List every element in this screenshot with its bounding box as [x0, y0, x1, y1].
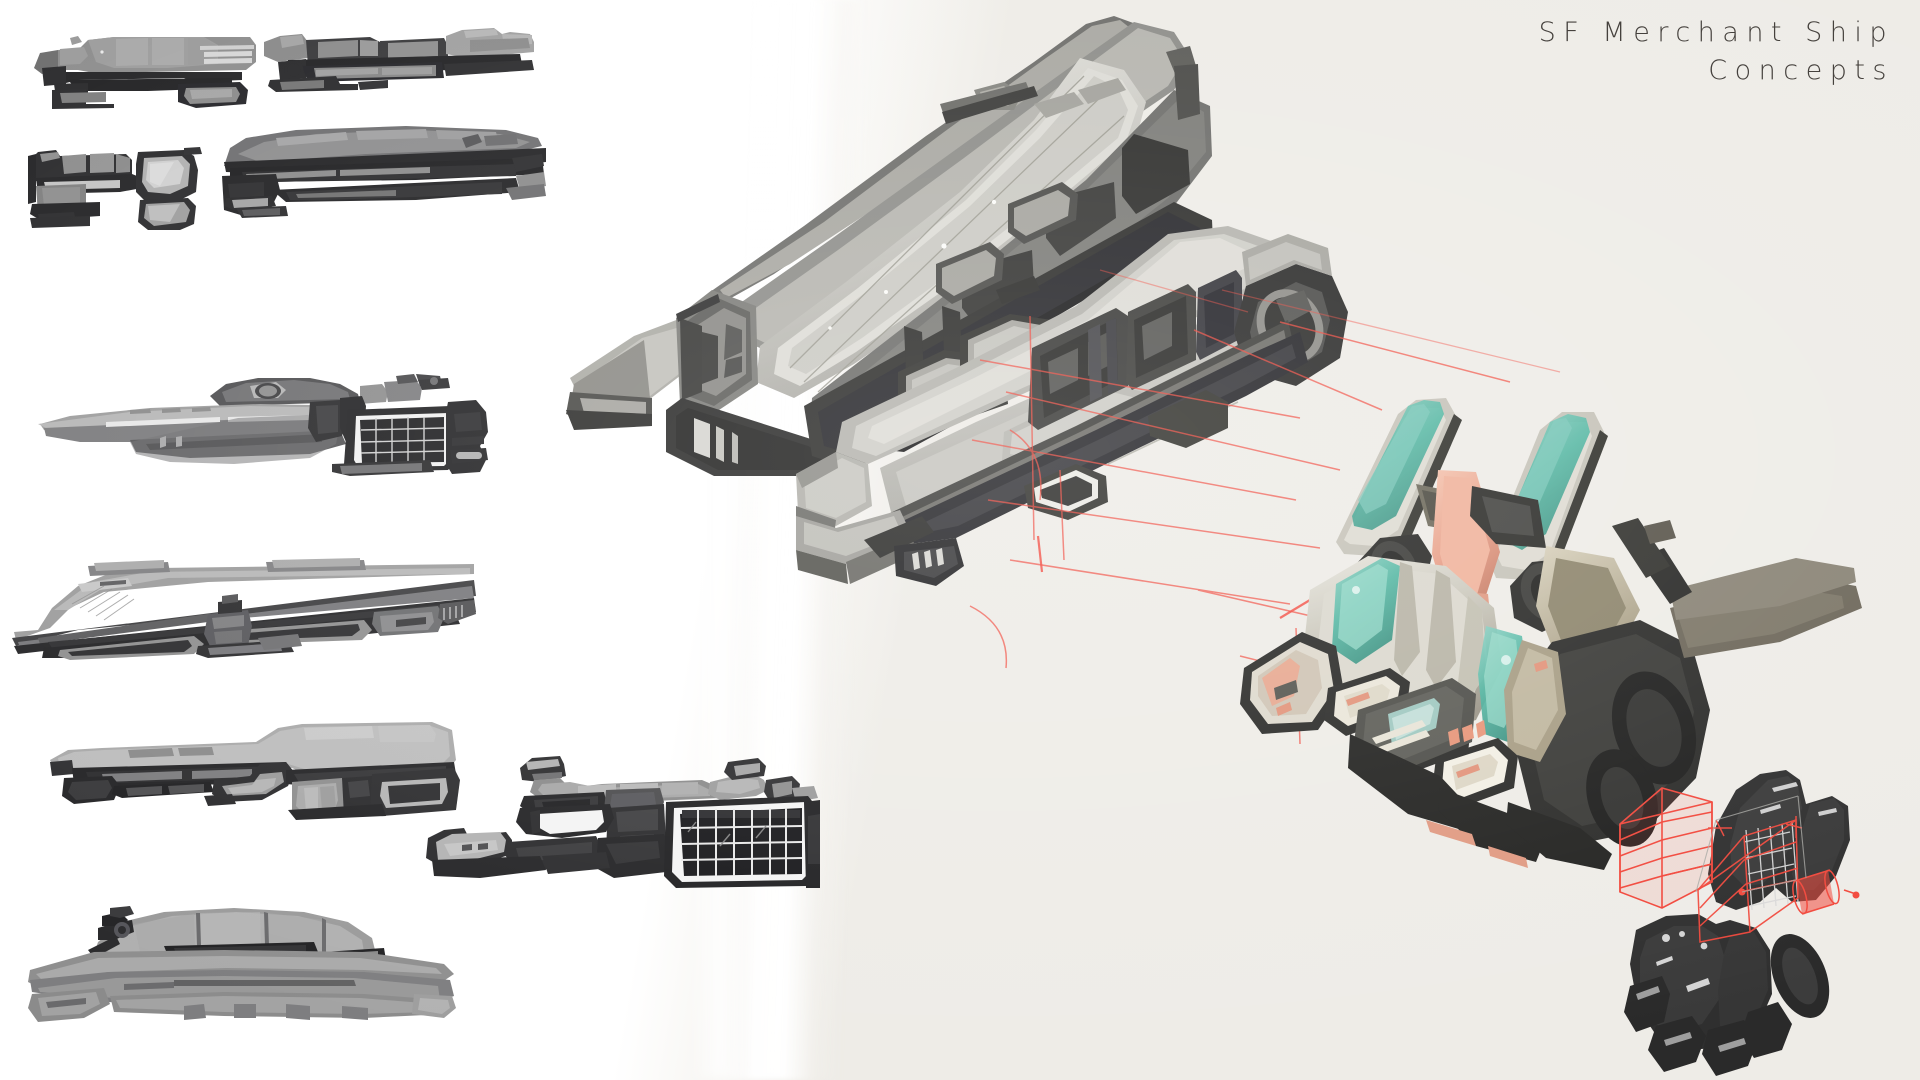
- hero-secondary-perspective-open-deck-ship: [776, 220, 1356, 620]
- wireframe-grid-overlay: [1697, 816, 1803, 943]
- thumb-orthographic-hull-profile-h: [24, 896, 458, 1046]
- thumb-orthographic-hull-profile-c: [20, 142, 210, 234]
- thumb-orthographic-hull-profile-e: [10, 372, 490, 500]
- dark-silhouette-tender: [1619, 750, 1920, 1080]
- thumb-orthographic-hull-profile-d: [216, 118, 546, 228]
- hero-perspective-merchant-ship: [474, 6, 1214, 476]
- hero-coloured-perspective-merchant-ship: [1240, 290, 1920, 870]
- thumb-orthographic-hull-profile-b: [258, 22, 536, 112]
- artwork-title-line-1: SF Merchant Ship: [1538, 17, 1894, 48]
- thumb-orthographic-hull-profile-i: [420, 746, 820, 946]
- wireframe-container-stack: [1619, 787, 1713, 909]
- thumb-orthographic-hull-profile-a: [18, 18, 258, 118]
- thumb-orthographic-hull-profile-f: [8, 542, 476, 668]
- artwork-title: SF Merchant Ship Concepts: [1539, 14, 1894, 91]
- thumb-orthographic-hull-profile-g: [42, 716, 462, 848]
- artwork-title-line-2: Concepts: [1708, 55, 1894, 87]
